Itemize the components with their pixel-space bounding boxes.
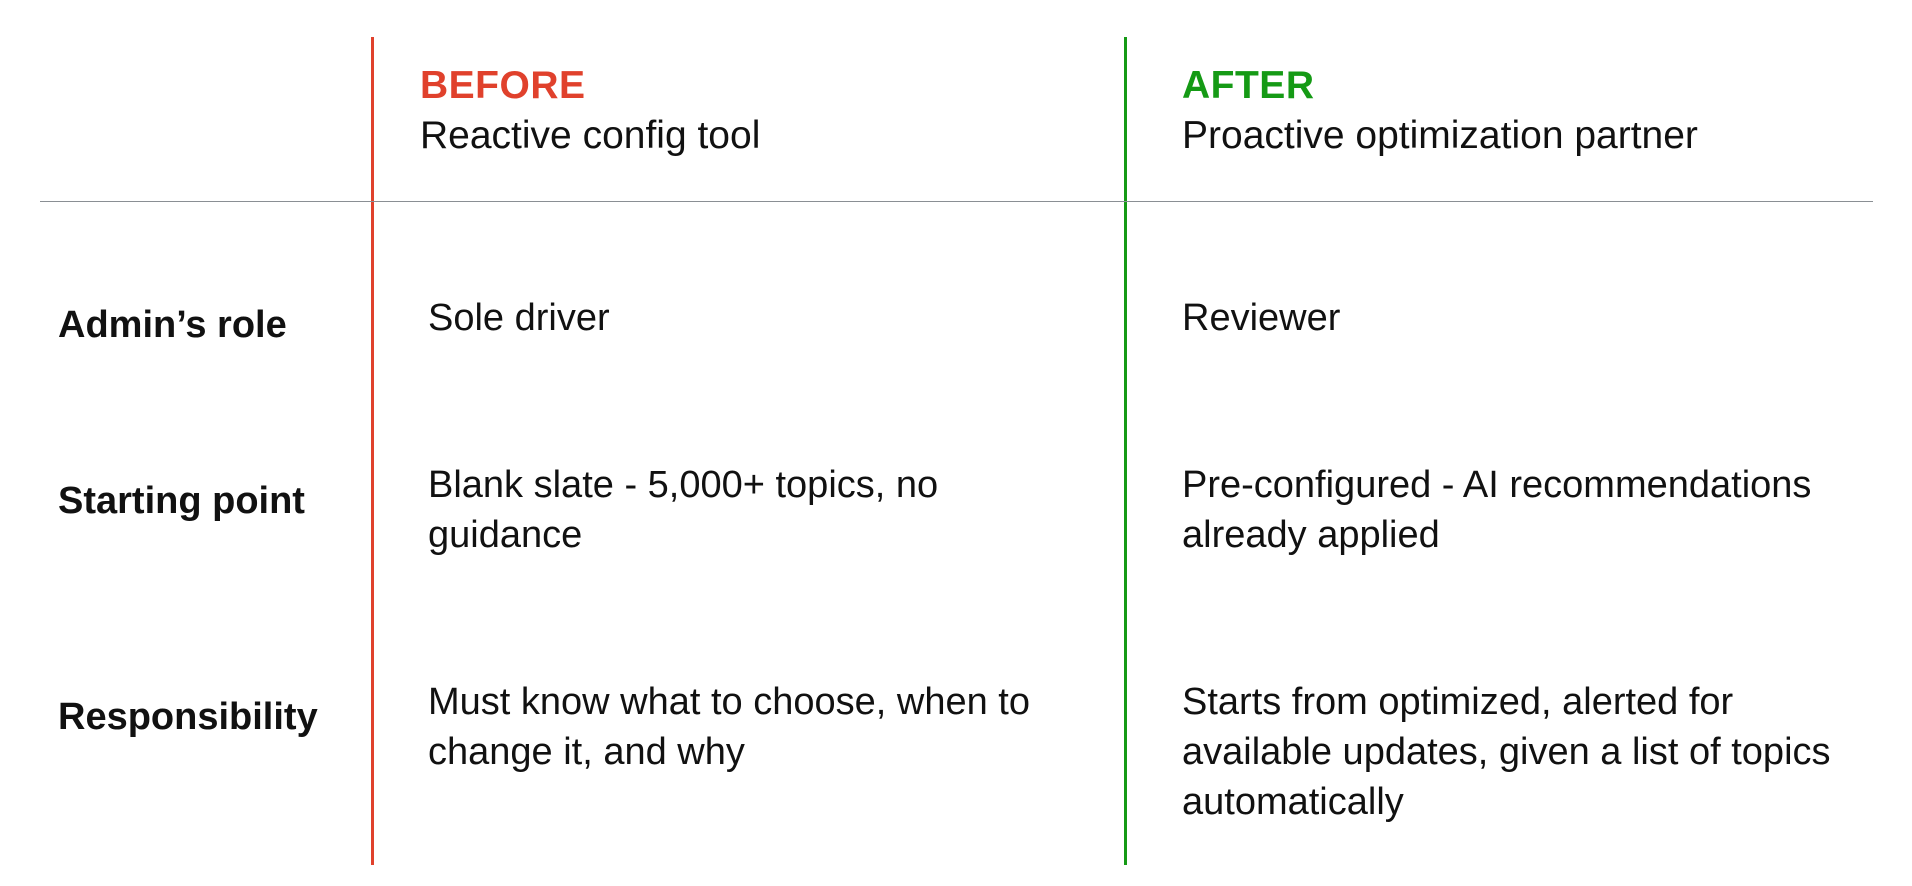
row-admins-role-before: Sole driver xyxy=(428,297,610,339)
before-label: BEFORE xyxy=(420,64,586,107)
after-subtitle: Proactive optimization partner xyxy=(1182,114,1698,157)
after-column-header: AFTER Proactive optimization partner xyxy=(1182,62,1698,162)
row-label-starting-point: Starting point xyxy=(58,480,305,522)
row-label-responsibility: Responsibility xyxy=(58,696,318,738)
row-responsibility-after: Starts from optimized, alerted for avail… xyxy=(1182,681,1831,823)
header-divider xyxy=(40,201,1873,202)
before-subtitle: Reactive config tool xyxy=(420,114,761,157)
after-label: AFTER xyxy=(1182,64,1315,107)
row-responsibility-before: Must know what to choose, when to change… xyxy=(428,681,1030,773)
row-admins-role-after: Reviewer xyxy=(1182,297,1341,339)
before-column-header: BEFORE Reactive config tool xyxy=(420,62,760,162)
row-starting-point-after: Pre-configured - AI recommendations alre… xyxy=(1182,464,1812,556)
after-column-divider xyxy=(1124,37,1127,865)
row-starting-point-before: Blank slate - 5,000+ topics, no guidance xyxy=(428,464,939,556)
row-label-admins-role: Admin’s role xyxy=(58,304,287,346)
before-column-divider xyxy=(371,37,374,865)
